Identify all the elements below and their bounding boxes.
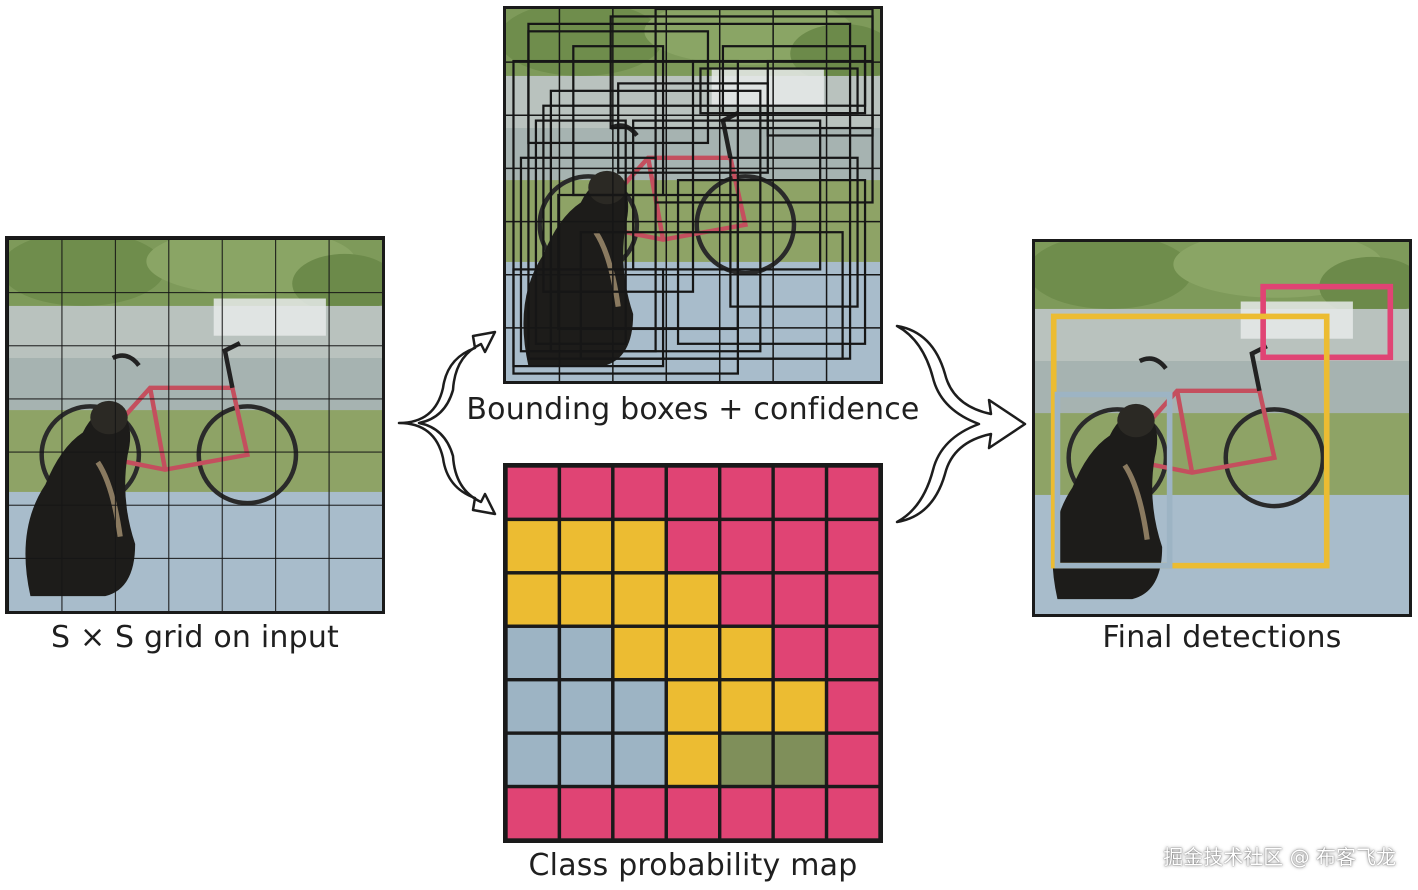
prob-cell-blue — [506, 678, 562, 735]
predicted-box — [617, 82, 769, 174]
grid-input-image — [8, 239, 382, 611]
prob-cell-blue — [557, 731, 615, 789]
prob-cell-blue — [506, 731, 562, 789]
prob-cell-pink — [824, 624, 880, 682]
prob-cell-pink — [771, 517, 829, 575]
prob-cell-blue — [506, 624, 562, 682]
prob-cell-pink — [824, 784, 880, 840]
predicted-box — [512, 268, 665, 368]
prob-cell-yellow — [718, 678, 775, 735]
predicted-box — [579, 231, 844, 360]
prob-cell-yellow — [557, 571, 615, 628]
prob-cell-pink — [771, 466, 829, 522]
prob-cell-pink — [824, 517, 880, 575]
bicycle-detection-box — [1050, 313, 1330, 569]
split-arrow-icon — [397, 330, 497, 516]
prob-cell-pink — [771, 784, 829, 840]
prob-cell-pink — [664, 784, 722, 840]
grid-input-caption: S × S grid on input — [51, 620, 339, 655]
predicted-boxes — [506, 9, 880, 381]
prob-cell-green — [718, 731, 775, 789]
final-detections-caption: Final detections — [1102, 620, 1342, 655]
prob-cell-yellow — [718, 624, 775, 682]
prob-cell-pink — [557, 784, 615, 840]
grid-input-panel — [5, 236, 385, 614]
prob-cell-pink — [664, 466, 722, 522]
prob-cell-pink — [506, 466, 562, 522]
predicted-box — [721, 45, 867, 115]
prob-cell-yellow — [664, 624, 722, 682]
watermark: 掘金技术社区 @ 布客飞龙 — [1163, 845, 1396, 869]
prob-cell-yellow — [506, 571, 562, 628]
prob-cell-pink — [664, 517, 722, 575]
bounding-boxes-panel — [503, 6, 883, 384]
merge-arrow-icon — [895, 324, 1027, 524]
prob-cell-yellow — [664, 678, 722, 735]
final-detections-image — [1035, 242, 1409, 614]
class-probability-panel — [503, 463, 883, 843]
prob-cell-pink — [771, 624, 829, 682]
prob-cell-pink — [718, 517, 775, 575]
prob-cell-pink — [718, 784, 775, 840]
prob-cell-yellow — [611, 571, 668, 628]
prob-cell-yellow — [611, 624, 668, 682]
final-detections-panel — [1032, 239, 1412, 617]
prob-cell-yellow — [557, 517, 615, 575]
prob-cell-pink — [824, 466, 880, 522]
prob-cell-pink — [557, 466, 615, 522]
prob-cell-blue — [611, 678, 668, 735]
prob-cell-blue — [557, 624, 615, 682]
prob-cell-pink — [718, 466, 775, 522]
prob-cell-pink — [771, 571, 829, 628]
prob-cell-pink — [506, 784, 562, 840]
prob-cell-yellow — [506, 517, 562, 575]
dog-detection-box — [1054, 391, 1173, 569]
prob-cell-green — [771, 731, 829, 789]
prob-cell-blue — [611, 731, 668, 789]
prob-cell-pink — [824, 678, 880, 735]
predicted-box — [676, 179, 867, 345]
prob-cell-pink — [611, 784, 668, 840]
bounding-boxes-image — [506, 9, 880, 381]
class-probability-caption: Class probability map — [528, 848, 858, 883]
prob-cell-pink — [824, 731, 880, 789]
prob-cell-yellow — [771, 678, 829, 735]
predicted-box — [534, 119, 627, 345]
prob-cell-pink — [718, 571, 775, 628]
prob-cell-pink — [824, 571, 880, 628]
class-probability-grid — [506, 466, 880, 840]
prob-cell-yellow — [664, 571, 722, 628]
prob-cell-pink — [611, 466, 668, 522]
prob-cell-yellow — [664, 731, 722, 789]
bounding-boxes-caption: Bounding boxes + confidence — [466, 392, 920, 427]
prob-cell-yellow — [611, 517, 668, 575]
prob-cell-blue — [557, 678, 615, 735]
